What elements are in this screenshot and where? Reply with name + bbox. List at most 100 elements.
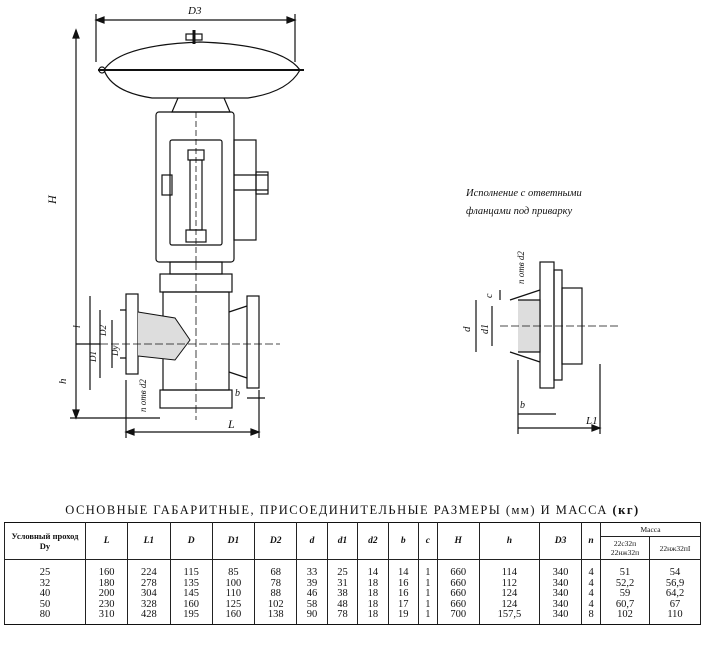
header-d3: D3 <box>538 522 583 560</box>
table-cell: 40 <box>4 588 86 600</box>
header-mass: Масса <box>600 522 701 537</box>
table-cell: 340 <box>538 588 583 600</box>
table-cell: 33 <box>296 559 328 579</box>
table-cell: 25 <box>4 559 86 579</box>
header-d1-big: D1 <box>211 522 256 560</box>
label-l-length: L <box>227 417 235 431</box>
table-cell: 340 <box>538 609 583 625</box>
table-cell: 428 <box>127 609 171 625</box>
header-d1: d1 <box>326 522 359 560</box>
table-cell: 85 <box>211 559 256 579</box>
table-cell: 115 <box>169 559 213 579</box>
table-cell: 64,2 <box>649 588 701 600</box>
table-cell: 19 <box>387 609 420 625</box>
label-c: c <box>484 293 495 298</box>
label-l1: L1 <box>585 415 598 427</box>
table-cell: 124 <box>478 588 540 600</box>
table-cell: 14 <box>357 559 389 579</box>
table-cell: 1 <box>418 588 438 600</box>
header-b: b <box>387 522 420 560</box>
variant-note-line2: фланцами под приварку <box>466 206 573 217</box>
table-cell: 78 <box>326 609 359 625</box>
table-cell: 1 <box>418 609 438 625</box>
table-cell: 660 <box>436 559 480 579</box>
header-c: c <box>418 522 438 560</box>
label-d2: D2 <box>98 325 108 337</box>
table-cell: 660 <box>436 578 480 589</box>
table-cell: 200 <box>84 588 129 600</box>
header-d2: d2 <box>357 522 389 560</box>
table-cell: 54 <box>649 559 701 579</box>
header-mass-b: 22нж32пI <box>649 536 701 560</box>
label-b-right: b <box>520 400 525 411</box>
header-l: L <box>84 522 129 560</box>
header-h-big: H <box>436 522 480 560</box>
table-cell: 304 <box>127 588 171 600</box>
label-h-total: H <box>45 194 59 205</box>
header-dy: Условный проход Dy <box>4 522 86 560</box>
header-d2-big: D2 <box>254 522 298 560</box>
table-cell: 17 <box>387 599 420 610</box>
table-cell: 56,9 <box>649 578 701 589</box>
left-flange <box>125 293 139 375</box>
label-d1: D1 <box>88 351 98 363</box>
table-cell: 310 <box>84 609 129 625</box>
table-cell: 102 <box>600 609 650 625</box>
table-cell: 4 <box>581 559 601 579</box>
table-caption-unit: (кг) <box>612 503 640 517</box>
label-d: d <box>461 326 473 332</box>
table-cell: 700 <box>436 609 480 625</box>
header-d-big: D <box>169 522 213 560</box>
label-dy: Dy <box>110 346 120 358</box>
table-cell: 90 <box>296 609 328 625</box>
table-cell: 340 <box>538 599 583 610</box>
valve-drawing: D3 H h l D2 D1 Dy n отв d2 b L Исполнени… <box>45 5 620 438</box>
table-cell: 110 <box>211 588 256 600</box>
table-cell: 68 <box>254 559 298 579</box>
label-d1-right: d1 <box>480 324 491 334</box>
table-cell: 51 <box>600 559 650 579</box>
header-d: d <box>296 522 328 560</box>
actuator-top-cover <box>102 41 302 71</box>
label-holes-right: n отв d2 <box>516 251 526 284</box>
table-cell: 4 <box>581 588 601 600</box>
mating-flange <box>539 261 555 389</box>
table-cell: 59 <box>600 588 650 600</box>
table-cell: 80 <box>4 609 86 625</box>
header-n: n <box>581 522 601 560</box>
table-cell: 18 <box>357 609 389 625</box>
table-cell: 157,5 <box>478 609 540 625</box>
table-cell: 1 <box>418 559 438 579</box>
header-h: h <box>478 522 540 560</box>
table-cell: 25 <box>326 559 359 579</box>
table-cell: 110 <box>649 609 701 625</box>
table-cell: 160 <box>211 609 256 625</box>
table-cell: 160 <box>84 559 129 579</box>
table-cell: 8 <box>581 609 601 625</box>
table-cell: 16 <box>387 588 420 600</box>
label-l: l <box>72 325 83 328</box>
table-cell: 16 <box>387 578 420 589</box>
table-cell: 88 <box>254 588 298 600</box>
table-cell: 14 <box>387 559 420 579</box>
table-cell: 660 <box>436 599 480 610</box>
table-caption-main: ОСНОВНЫЕ ГАБАРИТНЫЕ, ПРИСОЕДИНИТЕЛЬНЫЕ Р… <box>65 503 608 517</box>
table-cell: 145 <box>169 588 213 600</box>
table-cell: 67 <box>649 599 701 610</box>
label-b: b <box>235 388 240 399</box>
label-h: h <box>57 378 69 384</box>
table-cell: 195 <box>169 609 213 625</box>
table-caption: ОСНОВНЫЕ ГАБАРИТНЫЕ, ПРИСОЕДИНИТЕЛЬНЫЕ Р… <box>0 503 705 518</box>
table-cell: 114 <box>478 559 540 579</box>
right-flange <box>246 295 260 389</box>
table-cell: 660 <box>436 588 480 600</box>
table-cell: 18 <box>357 588 389 600</box>
table-cell: 340 <box>538 559 583 579</box>
actuator-bottom-cover <box>103 69 302 99</box>
header-l1: L1 <box>127 522 171 560</box>
